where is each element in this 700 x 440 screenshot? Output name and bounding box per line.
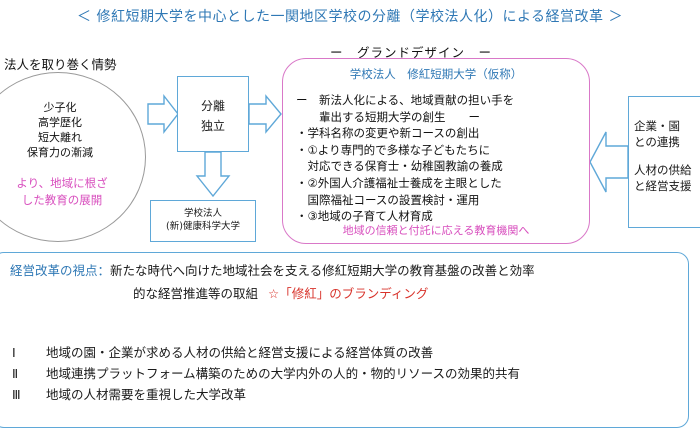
aim-line: した教育の展開 xyxy=(21,193,103,207)
reform-item: Ⅱ 地域連携プラットフォーム構築のための大学内外の人的・物的リソースの効果的共有 xyxy=(12,363,520,384)
new-university-label: 学校法人 (新)健康科学大学 xyxy=(150,207,256,233)
split-label: 分離 独立 xyxy=(177,96,249,136)
arrow-env-to-split xyxy=(147,93,179,135)
reform-item: Ⅰ 地域の園・企業が求める人材の供給と経営支援による経営体質の改善 xyxy=(12,342,520,363)
reform-item-text: 地域連携プラットフォーム構築のための大学内外の人的・物的リソースの効果的共有 xyxy=(46,366,521,381)
arrow-split-to-newuni xyxy=(195,151,231,198)
grand-design-label: ー グランドデザイン ー xyxy=(330,45,493,60)
bullet-line: 輩出する短期大学の創生 ー xyxy=(296,109,480,124)
new-university-line: (新)健康科学大学 xyxy=(166,221,240,232)
reform-box xyxy=(0,252,689,428)
reform-viewpoint: 経営改革の視点：新たな時代へ向けた地域社会を支える修紅短期大学の教育基盤の改善と… xyxy=(10,262,535,280)
new-university-line: 学校法人 xyxy=(183,208,222,219)
factor-item: 少子化 xyxy=(43,101,77,114)
bullet-line: ー 新法人化による、地域貢献の担い手を xyxy=(296,93,515,107)
right-panel-line xyxy=(634,150,692,162)
new-university-box xyxy=(150,200,256,242)
right-panel-line: との連携 xyxy=(634,135,680,149)
bullet-line: ・①より専門的で多様な子どもたちに xyxy=(296,142,491,157)
reform-item: Ⅲ 地域の人材需要を重視した大学改革 xyxy=(12,384,520,405)
arrow-right-to-design xyxy=(589,131,629,193)
right-panel-text: 企業・園 との連携 人材の供給 と経営支援 xyxy=(634,118,692,194)
split-line: 分離 xyxy=(200,99,225,113)
environment-label: 法人を取り巻く情勢 xyxy=(4,57,117,72)
bullet-line: ・②外国人介護福祉士養成を主眼とした xyxy=(296,175,502,190)
reform-item-number: Ⅱ xyxy=(12,366,19,381)
environment-aim: より、地域に根ざ した教育の展開 xyxy=(0,175,124,209)
reform-text-line1: 新たな時代へ向けた地域社会を支える修紅短期大学の教育基盤の改善と効率 xyxy=(110,263,535,278)
right-panel-line: 人材の供給 xyxy=(634,163,692,177)
right-panel-line: と経営支援 xyxy=(634,179,692,193)
reform-item-text: 地域の園・企業が求める人材の供給と経営支援による経営体質の改善 xyxy=(46,345,434,360)
reform-item-text: 地域の人材需要を重視した大学改革 xyxy=(46,387,247,402)
corporation-name: 学校法人 修紅短期大学（仮称） xyxy=(349,67,523,81)
reform-item-number: Ⅲ xyxy=(12,387,21,402)
diagram-title: ＜ 修紅短期大学を中心とした一関地区学校の分離（学校法人化）による経営改革 ＞ xyxy=(77,9,623,25)
arrow-split-to-design xyxy=(248,94,282,134)
bullet-line: ・③地域の子育て人材育成 xyxy=(296,209,433,224)
reform-items: Ⅰ 地域の園・企業が求める人材の供給と経営支援による経営体質の改善 Ⅱ 地域連携プラ… xyxy=(12,342,520,405)
reform-heading: 経営改革の視点： xyxy=(10,263,111,278)
grand-design-box xyxy=(282,58,590,244)
grand-design-footer: 地域の信頼と付託に応える教育機関へ xyxy=(342,224,530,237)
factor-item: 保育力の漸減 xyxy=(27,146,93,159)
right-panel-box xyxy=(628,96,700,228)
environment-factors: 少子化 高学歴化 短大離れ 保育力の漸減 xyxy=(0,100,120,160)
bullet-line: 対応できる保育士・幼稚園教諭の養成 xyxy=(296,159,503,174)
split-line: 独立 xyxy=(200,119,225,133)
aim-line: より、地域に根ざ xyxy=(16,176,108,190)
reform-text-line2: 的な経営推進等の取組 xyxy=(133,286,259,301)
reform-viewpoint-cont: 的な経営推進等の取組 ☆「修紅」のブランディング xyxy=(133,283,428,302)
factor-item: 短大離れ xyxy=(38,131,82,144)
split-box xyxy=(177,76,249,152)
bullet-line: 国際福祉コースの設置検討・運用 xyxy=(296,192,480,207)
right-panel-line: 企業・園 xyxy=(634,119,680,133)
reform-item-number: Ⅰ xyxy=(12,345,16,360)
branding-text: ☆「修紅」のブランディング xyxy=(268,286,429,301)
grand-design-bullets: ー 新法人化による、地域貢献の担い手を 輩出する短期大学の創生 ー ・学科名称の… xyxy=(296,92,588,225)
bullet-line: ・学科名称の変更や新コースの創出 xyxy=(296,126,480,141)
factor-item: 高学歴化 xyxy=(38,116,82,129)
